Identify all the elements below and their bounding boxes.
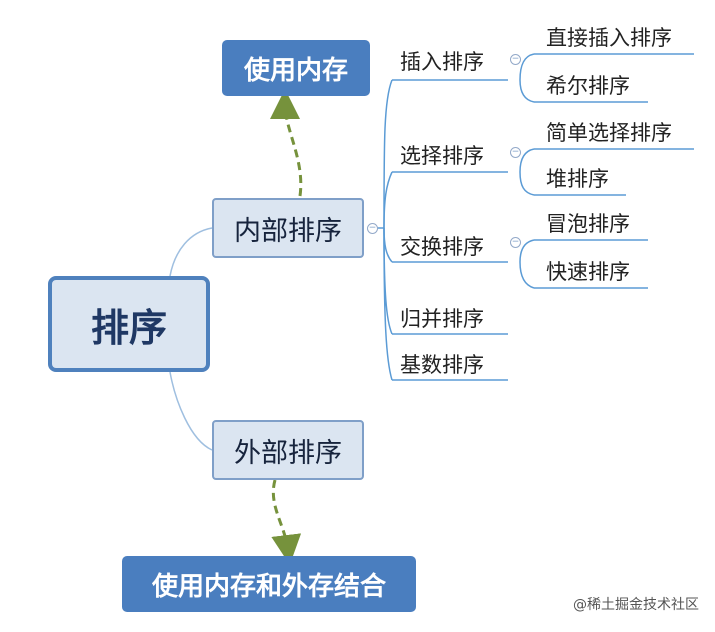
root-label: 排序	[90, 305, 167, 350]
leaf-simple-selection[interactable]: 简单选择排序	[546, 121, 672, 145]
connector-group-insert	[383, 79, 393, 229]
connector-leaf-select-2	[519, 171, 535, 196]
collapse-swap-icon[interactable]: −	[510, 237, 521, 248]
collapse-insert-icon[interactable]: −	[510, 54, 521, 65]
leaf-shell-sort[interactable]: 希尔排序	[546, 74, 630, 98]
arrow-external-to-combined	[271, 479, 302, 565]
leaf-straight-insertion[interactable]: 直接插入排序	[546, 26, 672, 50]
collapse-internal-icon[interactable]: −	[367, 223, 378, 234]
connector-leaf-insert-1	[519, 53, 535, 81]
connector-group-select	[383, 171, 393, 229]
group-radix-sort[interactable]: 基数排序	[400, 353, 484, 377]
leaf-heap-sort[interactable]: 堆排序	[546, 167, 609, 191]
group-insert-sort[interactable]: 插入排序	[400, 50, 484, 74]
external-sort-node[interactable]: 外部排序	[212, 420, 364, 480]
memory-note-external[interactable]: 使用内存和外存结合	[122, 556, 416, 612]
root-node[interactable]: 排序	[48, 276, 210, 372]
group-merge-sort[interactable]: 归并排序	[400, 307, 484, 331]
internal-sort-label: 内部排序	[234, 215, 342, 247]
group-swap-sort[interactable]: 交换排序	[400, 235, 484, 259]
connector-group-radix	[383, 227, 393, 381]
collapse-select-icon[interactable]: −	[510, 147, 521, 158]
connector-leaf-swap-2	[519, 261, 535, 289]
arrow-internal-to-memory	[270, 89, 303, 197]
connector-leaf-insert-2	[519, 79, 535, 103]
leaf-bubble-sort[interactable]: 冒泡排序	[546, 212, 630, 236]
memory-note-internal[interactable]: 使用内存	[222, 40, 370, 96]
leaf-quick-sort[interactable]: 快速排序	[546, 260, 630, 284]
internal-sort-node[interactable]: 内部排序	[212, 198, 364, 258]
group-select-sort[interactable]: 选择排序	[400, 144, 484, 168]
connector-group-swap	[383, 227, 393, 263]
connector-leaf-swap-1	[519, 239, 535, 263]
connector-leaf-select-1	[519, 148, 535, 173]
connector-root-internal	[169, 227, 213, 277]
external-sort-label: 外部排序	[234, 437, 342, 469]
connector-root-external	[169, 371, 213, 451]
memory-note-external-label: 使用内存和外存结合	[151, 571, 386, 602]
watermark-text: @稀土掘金技术社区	[573, 597, 699, 613]
memory-note-internal-label: 使用内存	[243, 55, 348, 86]
